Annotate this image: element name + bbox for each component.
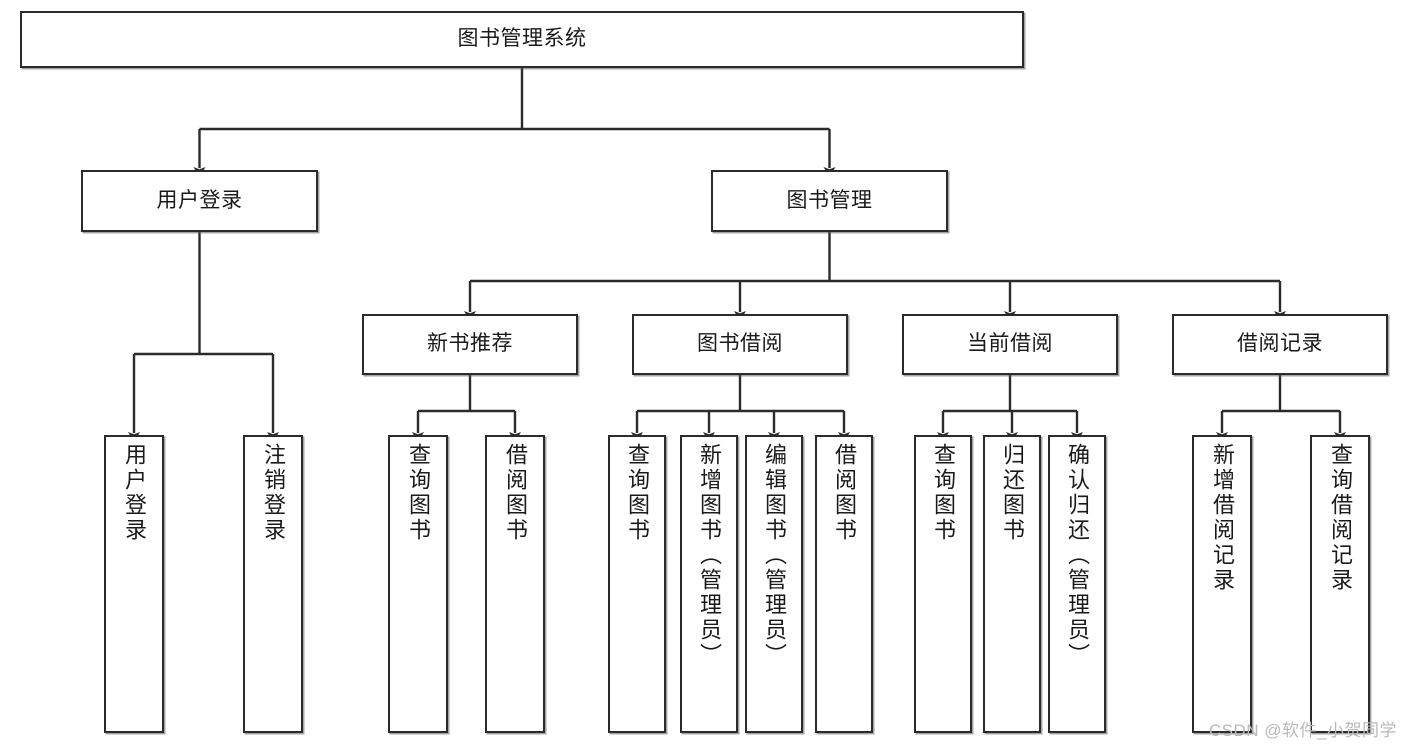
node-leaf-borrow-book-1-label: 借阅图书 (503, 443, 528, 543)
node-leaf-query-borrow-record-label: 查询借阅记录 (1328, 443, 1353, 593)
node-leaf-query-book-2[interactable]: 查询图书 (608, 435, 666, 733)
node-borrow-record-label: 借阅记录 (1237, 332, 1323, 356)
node-leaf-query-borrow-record[interactable]: 查询借阅记录 (1310, 435, 1370, 733)
node-borrow-record[interactable]: 借阅记录 (1172, 314, 1388, 375)
node-leaf-query-book-2-label: 查询图书 (625, 443, 650, 543)
node-leaf-logout-login-label: 注销登录 (261, 443, 286, 543)
node-leaf-edit-book-admin[interactable]: 编辑图书（管理员） (745, 435, 803, 733)
node-current-borrow-label: 当前借阅 (967, 332, 1053, 356)
node-new-book-recommend[interactable]: 新书推荐 (362, 314, 578, 375)
node-root[interactable]: 图书管理系统 (20, 11, 1024, 68)
node-leaf-user-login-label: 用户登录 (122, 443, 147, 543)
node-current-borrow[interactable]: 当前借阅 (902, 314, 1118, 375)
node-leaf-confirm-return-admin-label: 确认归还（管理员） (1065, 443, 1090, 668)
node-leaf-query-book-1[interactable]: 查询图书 (388, 435, 448, 733)
node-user-login[interactable]: 用户登录 (81, 170, 318, 232)
node-book-management-label: 图书管理 (786, 188, 873, 212)
node-leaf-edit-book-admin-label: 编辑图书（管理员） (762, 443, 787, 668)
node-book-borrow[interactable]: 图书借阅 (632, 314, 848, 375)
node-leaf-query-book-1-label: 查询图书 (406, 443, 431, 543)
node-leaf-add-borrow-record-label: 新增借阅记录 (1210, 443, 1235, 593)
node-leaf-return-book-label: 归还图书 (1000, 443, 1025, 543)
node-leaf-add-book-admin-label: 新增图书（管理员） (697, 443, 722, 668)
node-user-login-label: 用户登录 (156, 188, 243, 212)
node-leaf-logout-login[interactable]: 注销登录 (243, 435, 303, 733)
node-leaf-borrow-book-2[interactable]: 借阅图书 (815, 435, 873, 733)
node-leaf-confirm-return-admin[interactable]: 确认归还（管理员） (1048, 435, 1106, 733)
node-leaf-borrow-book-1[interactable]: 借阅图书 (485, 435, 545, 733)
node-new-book-recommend-label: 新书推荐 (427, 332, 513, 356)
node-leaf-add-book-admin[interactable]: 新增图书（管理员） (680, 435, 738, 733)
node-book-borrow-label: 图书借阅 (697, 332, 783, 356)
node-leaf-add-borrow-record[interactable]: 新增借阅记录 (1192, 435, 1252, 733)
node-leaf-query-book-3[interactable]: 查询图书 (914, 435, 972, 733)
node-book-management[interactable]: 图书管理 (711, 170, 948, 232)
node-leaf-query-book-3-label: 查询图书 (931, 443, 956, 543)
node-leaf-return-book[interactable]: 归还图书 (983, 435, 1041, 733)
node-leaf-user-login[interactable]: 用户登录 (104, 435, 164, 733)
node-leaf-borrow-book-2-label: 借阅图书 (832, 443, 857, 543)
node-root-label: 图书管理系统 (457, 27, 587, 51)
